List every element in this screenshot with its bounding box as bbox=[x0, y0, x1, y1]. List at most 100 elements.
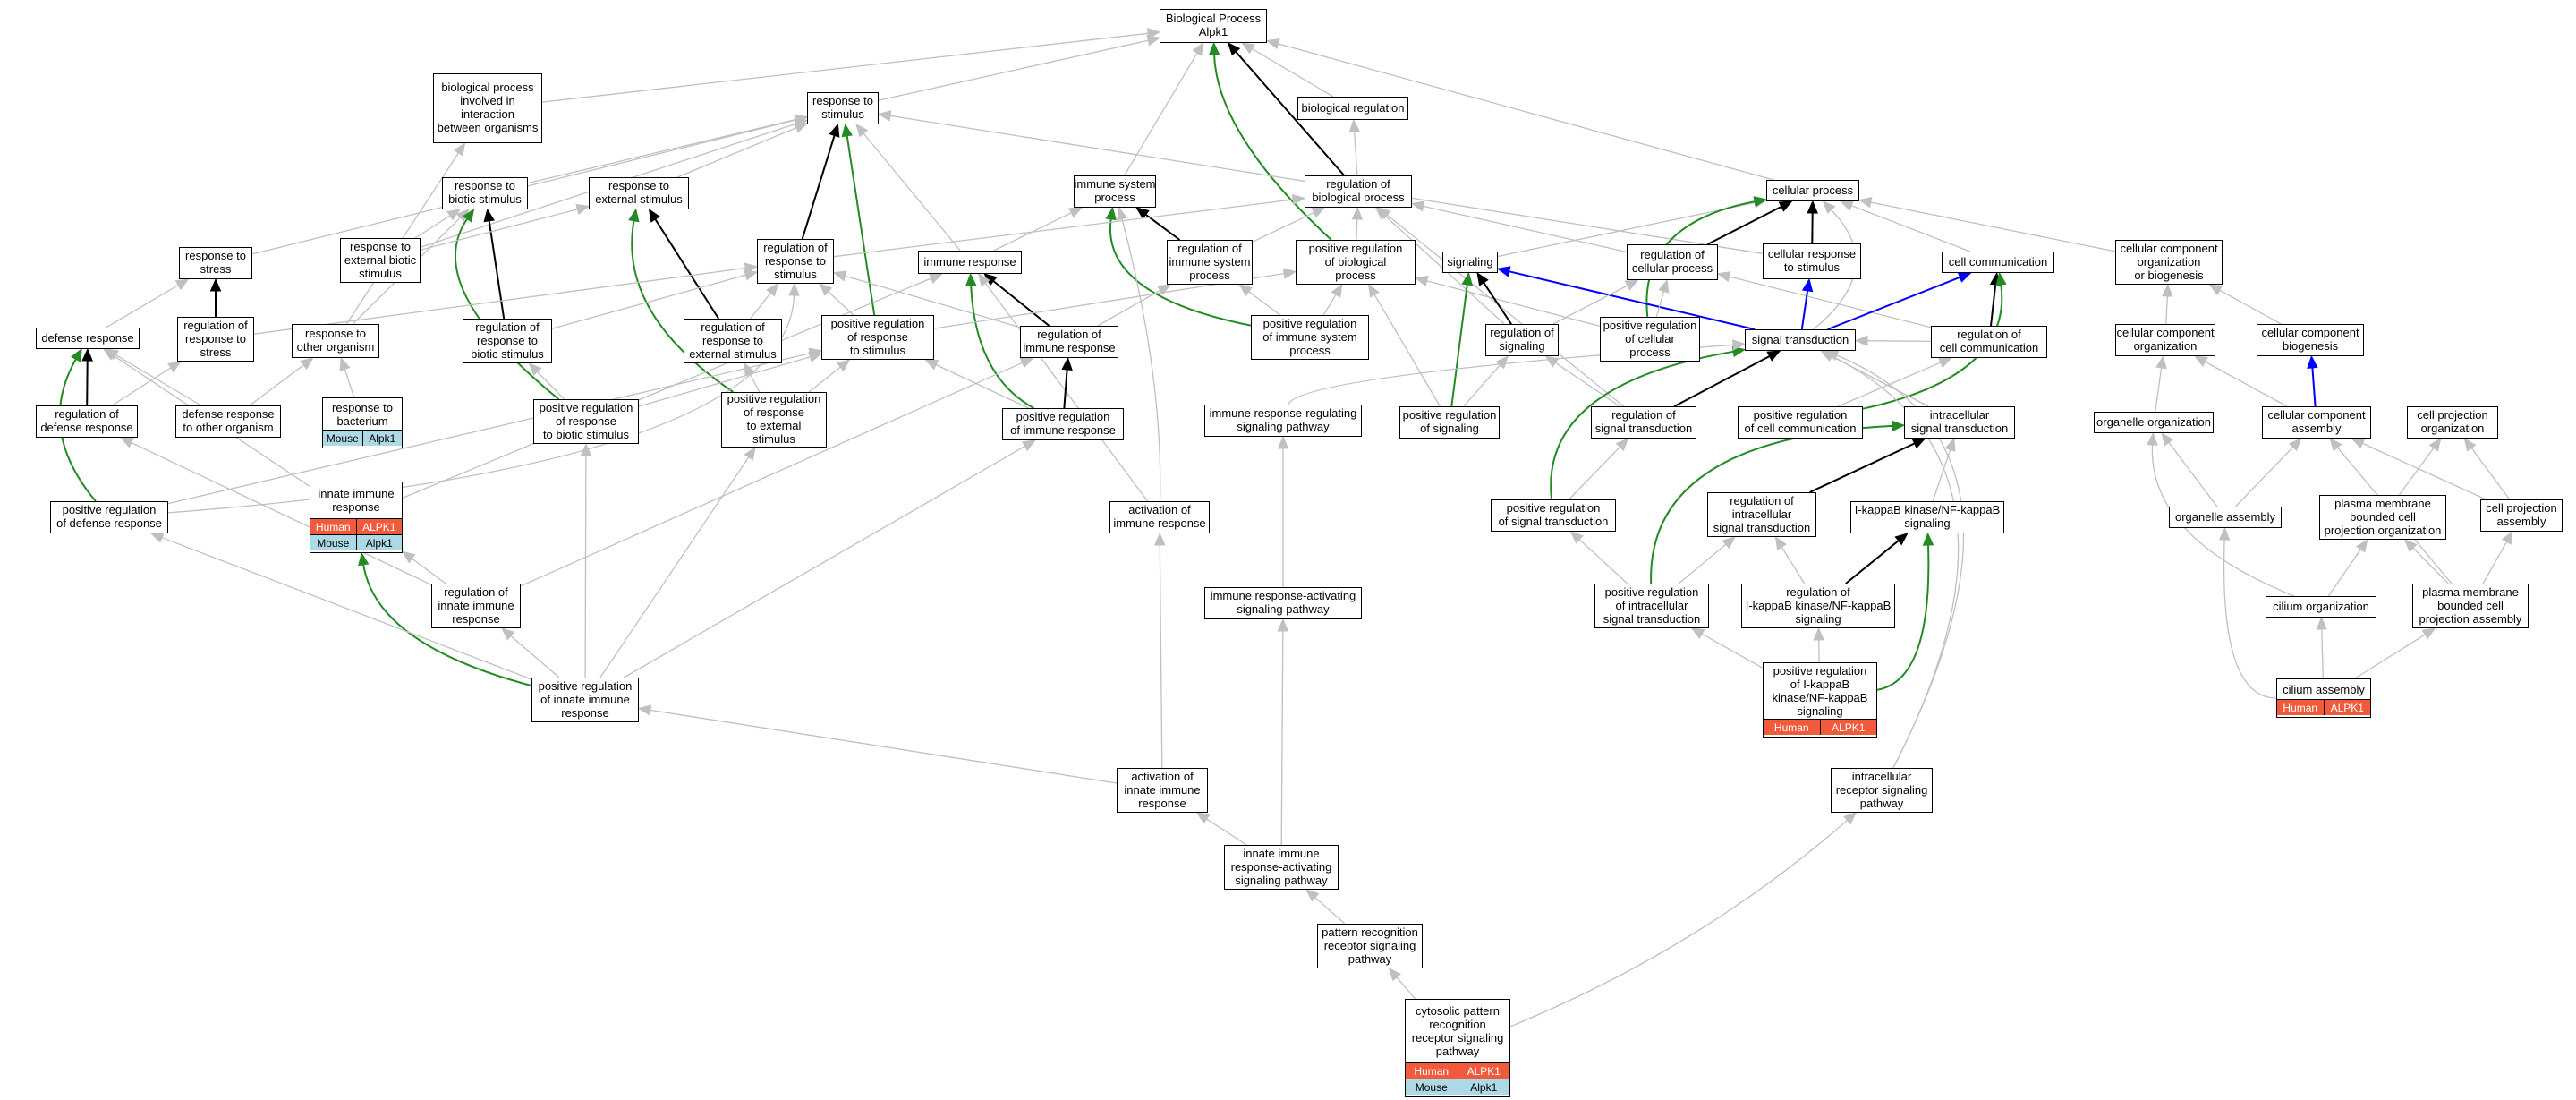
arrowhead-rres-to-res bbox=[648, 208, 661, 223]
go-term-irasp[interactable]: immune response-activating signaling pat… bbox=[1204, 587, 1362, 619]
go-term-rst[interactable]: regulation of signal transduction bbox=[1591, 406, 1696, 439]
edge-drtoo-to-rtoo bbox=[249, 364, 304, 406]
go-term-aiir[interactable]: activation of innate immune response bbox=[1117, 768, 1208, 813]
arrowhead-ca-to-co bbox=[2316, 616, 2327, 630]
go-term-ikb[interactable]: I-kappaB kinase/NF-kappaB signaling bbox=[1850, 501, 2004, 533]
go-term-crs[interactable]: cellular response to stimulus bbox=[1763, 243, 1861, 279]
go-term-prrsp[interactable]: pattern recognition receptor signaling p… bbox=[1317, 924, 1423, 968]
go-term-bp[interactable]: Biological Process Alpk1 bbox=[1160, 9, 1267, 43]
edge-cprrsp-to-irsp bbox=[1509, 820, 1848, 1028]
go-term-iirasp[interactable]: innate immune response-activating signal… bbox=[1224, 845, 1339, 890]
go-term-ist[interactable]: intracellular signal transduction bbox=[1904, 406, 2015, 439]
arrowhead-prrsp-to-iirasp bbox=[1305, 889, 1320, 902]
edge-rebs-to-res bbox=[420, 209, 578, 251]
go-term-bpi[interactable]: biological process involved in interacti… bbox=[433, 73, 542, 143]
go-term-cpa[interactable]: cell projection assembly bbox=[2480, 499, 2563, 532]
go-term-irrsp[interactable]: immune response-regulating signaling pat… bbox=[1204, 405, 1362, 437]
arrowhead-prikb-to-rikb bbox=[1813, 627, 1824, 641]
go-term-rikb[interactable]: regulation of I-kappaB kinase/NF-kappaB … bbox=[1741, 584, 1895, 628]
go-term-rbs[interactable]: response to biotic stimulus bbox=[442, 177, 528, 209]
go-term-dr[interactable]: defense response bbox=[36, 328, 140, 349]
arrowhead-cprrsp-to-prrsp bbox=[1388, 968, 1401, 982]
go-term-rcc[interactable]: regulation of cell communication bbox=[1931, 326, 2047, 358]
go-term-label: cellular response to stimulus bbox=[1767, 247, 1857, 275]
go-term-cco[interactable]: cellular component organization bbox=[2115, 324, 2215, 356]
go-term-ir[interactable]: immune response bbox=[918, 251, 1022, 274]
go-term-cc[interactable]: cell communication bbox=[1942, 252, 2054, 273]
go-term-prir[interactable]: positive regulation of immune response bbox=[1002, 408, 1124, 440]
go-term-air[interactable]: activation of immune response bbox=[1109, 501, 1210, 533]
go-term-cca[interactable]: cellular component assembly bbox=[2262, 406, 2371, 439]
go-term-ccb[interactable]: cellular component biogenesis bbox=[2257, 324, 2364, 356]
edge-ca-to-pmba bbox=[2354, 634, 2426, 679]
go-term-pmba[interactable]: plasma membrane bounded cell projection … bbox=[2412, 584, 2529, 628]
go-term-prikb[interactable]: positive regulation of I-kappaB kinase/N… bbox=[1763, 662, 1877, 738]
edge-cc-to-cp bbox=[1850, 205, 1971, 252]
go-term-rres[interactable]: regulation of response to external stimu… bbox=[684, 319, 782, 363]
arrowhead-prrbs-to-rrbs bbox=[528, 362, 542, 376]
go-term-prbp[interactable]: positive regulation of biological proces… bbox=[1296, 240, 1416, 285]
go-term-isp[interactable]: immune system process bbox=[1074, 175, 1156, 208]
go-term-rrbs[interactable]: regulation of response to biotic stimulu… bbox=[463, 319, 552, 363]
go-term-prrts[interactable]: positive regulation of response to stimu… bbox=[821, 315, 934, 360]
go-term-prisp[interactable]: positive regulation of immune system pro… bbox=[1251, 315, 1369, 360]
go-term-rir[interactable]: regulation of immune response bbox=[1020, 326, 1118, 358]
go-term-rdr[interactable]: regulation of defense response bbox=[36, 405, 138, 438]
go-term-co[interactable]: cilium organization bbox=[2266, 596, 2376, 618]
go-term-priir[interactable]: positive regulation of innate immune res… bbox=[531, 678, 639, 722]
go-term-prist[interactable]: positive regulation of intracellular sig… bbox=[1594, 584, 1709, 628]
edge-priir-to-prir bbox=[623, 445, 1025, 678]
go-term-riir[interactable]: regulation of innate immune response bbox=[431, 584, 521, 628]
go-term-prres[interactable]: positive regulation of response to exter… bbox=[721, 392, 827, 448]
edge-prist-to-rist bbox=[1678, 543, 1727, 584]
go-term-irsp[interactable]: intracellular receptor signaling pathway bbox=[1831, 768, 1933, 813]
go-term-sig[interactable]: signaling bbox=[1442, 252, 1498, 273]
go-term-cpo[interactable]: cell projection organization bbox=[2407, 406, 2498, 439]
arrowhead-rcc-to-rcp bbox=[1716, 271, 1731, 283]
go-term-prcp[interactable]: positive regulation of cellular process bbox=[1600, 317, 1700, 362]
go-term-rtoo[interactable]: response to other organism bbox=[292, 324, 379, 358]
arrowhead-rcp-to-cp bbox=[1778, 200, 1793, 212]
go-term-label: regulation of defense response bbox=[40, 407, 133, 435]
go-term-rsig[interactable]: regulation of signaling bbox=[1485, 324, 1559, 356]
go-term-label: regulation of response to external stimu… bbox=[689, 320, 777, 361]
go-term-risp[interactable]: regulation of immune system process bbox=[1167, 240, 1253, 285]
go-term-rcp[interactable]: regulation of cellular process bbox=[1627, 244, 1718, 280]
arrowhead-prir-to-ir bbox=[965, 272, 977, 286]
edge-cca-to-ccb bbox=[2311, 367, 2317, 407]
go-term-label: response to stress bbox=[185, 249, 246, 277]
go-term-rrtstr[interactable]: regulation of response to stress bbox=[177, 317, 254, 362]
go-term-st[interactable]: signal transduction bbox=[1745, 329, 1856, 351]
edge-rbp-to-breg bbox=[1354, 131, 1358, 176]
go-term-rbp[interactable]: regulation of biological process bbox=[1305, 175, 1412, 208]
go-term-drtoo[interactable]: defense response to other organism bbox=[175, 405, 281, 438]
go-term-oa[interactable]: organelle assembly bbox=[2169, 507, 2282, 528]
go-term-rrts[interactable]: regulation of response to stimulus bbox=[757, 239, 834, 284]
go-term-cp[interactable]: cellular process bbox=[1766, 180, 1859, 201]
go-term-prsig[interactable]: positive regulation of signaling bbox=[1399, 406, 1500, 439]
go-term-prst[interactable]: positive regulation of signal transducti… bbox=[1491, 499, 1616, 532]
go-term-label: intracellular signal transduction bbox=[1910, 408, 2009, 436]
go-term-label: response to external biotic stimulus bbox=[344, 239, 417, 280]
go-term-res[interactable]: response to external stimulus bbox=[589, 177, 689, 209]
go-term-rebs[interactable]: response to external biotic stimulus bbox=[340, 238, 421, 283]
go-term-rtstr[interactable]: response to stress bbox=[179, 247, 252, 279]
go-term-rts[interactable]: response to stimulus bbox=[807, 92, 879, 124]
edge-isp-to-bp bbox=[1124, 52, 1198, 176]
edge-ir-to-rts bbox=[863, 132, 961, 252]
go-term-prcc[interactable]: positive regulation of cell communicatio… bbox=[1738, 406, 1863, 439]
edge-st-to-cc bbox=[1827, 276, 1960, 330]
go-term-prrbs[interactable]: positive regulation of response to bioti… bbox=[533, 399, 639, 444]
go-term-breg[interactable]: biological regulation bbox=[1297, 97, 1408, 120]
go-term-rist[interactable]: regulation of intracellular signal trans… bbox=[1707, 492, 1816, 537]
go-term-prdr[interactable]: positive regulation of defense response bbox=[50, 501, 168, 533]
go-term-cprrsp[interactable]: cytosolic pattern recognition receptor s… bbox=[1405, 999, 1510, 1097]
go-term-pmbo[interactable]: plasma membrane bounded cell projection … bbox=[2319, 495, 2446, 540]
go-term-ccob[interactable]: cellular component organization or bioge… bbox=[2115, 240, 2223, 285]
go-term-oo[interactable]: organelle organization bbox=[2094, 412, 2214, 433]
